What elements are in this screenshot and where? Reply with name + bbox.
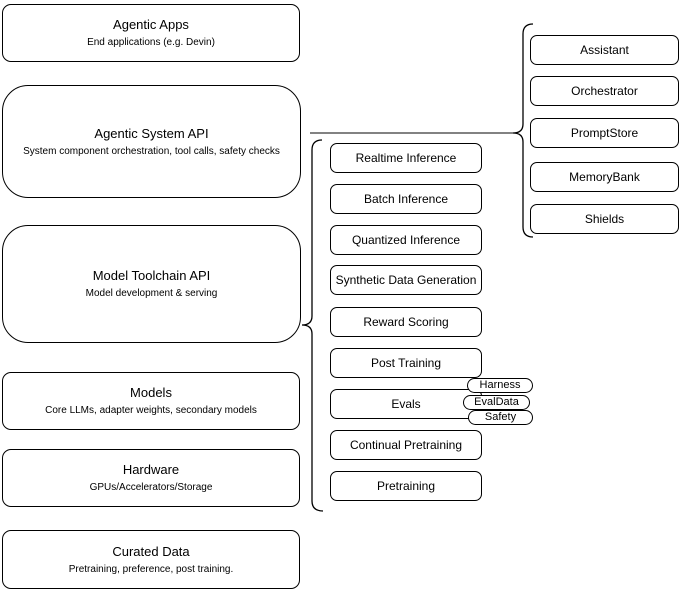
box-curated-data: Curated Data Pretraining, preference, po… — [2, 530, 300, 589]
node-realtime-inference: Realtime Inference — [330, 143, 482, 173]
node-assistant: Assistant — [530, 35, 679, 65]
node-memorybank: MemoryBank — [530, 162, 679, 192]
box-agentic-apps-title: Agentic Apps — [113, 17, 189, 32]
box-agentic-apps: Agentic Apps End applications (e.g. Devi… — [2, 4, 300, 62]
box-hardware: Hardware GPUs/Accelerators/Storage — [2, 449, 300, 507]
toolchain-group-brace — [301, 139, 324, 512]
box-agentic-system-api-subtitle: System component orchestration, tool cal… — [23, 145, 280, 157]
node-synthetic-data-generation: Synthetic Data Generation — [330, 265, 482, 295]
box-hardware-subtitle: GPUs/Accelerators/Storage — [89, 482, 213, 493]
box-agentic-apps-subtitle: End applications (e.g. Devin) — [87, 37, 215, 48]
box-models-title: Models — [130, 385, 172, 400]
node-reward-scoring: Reward Scoring — [330, 307, 482, 337]
box-model-toolchain-api-subtitle: Model development & serving — [85, 288, 218, 299]
node-quantized-inference: Quantized Inference — [330, 225, 482, 255]
box-curated-data-title: Curated Data — [112, 543, 190, 559]
pill-safety: Safety — [468, 410, 533, 425]
node-pretraining: Pretraining — [330, 471, 482, 501]
node-shields: Shields — [530, 204, 679, 234]
node-continual-pretraining: Continual Pretraining — [330, 430, 482, 460]
box-models-subtitle: Core LLMs, adapter weights, secondary mo… — [45, 405, 257, 416]
box-hardware-title: Hardware — [122, 462, 180, 477]
box-models: Models Core LLMs, adapter weights, secon… — [2, 372, 300, 430]
box-agentic-system-api: Agentic System API System component orch… — [2, 85, 301, 198]
node-promptstore: PromptStore — [530, 118, 679, 148]
pill-evaldata: EvalData — [463, 395, 530, 410]
box-model-toolchain-api: Model Toolchain API Model development & … — [2, 225, 301, 343]
box-model-toolchain-api-title: Model Toolchain API — [92, 268, 211, 283]
node-orchestrator: Orchestrator — [530, 76, 679, 106]
pill-harness: Harness — [467, 378, 533, 393]
node-post-training: Post Training — [330, 348, 482, 378]
node-evals: Evals — [330, 389, 482, 419]
box-curated-data-subtitle: Pretraining, preference, post training. — [68, 563, 234, 575]
node-batch-inference: Batch Inference — [330, 184, 482, 214]
box-agentic-system-api-title: Agentic System API — [94, 125, 209, 141]
